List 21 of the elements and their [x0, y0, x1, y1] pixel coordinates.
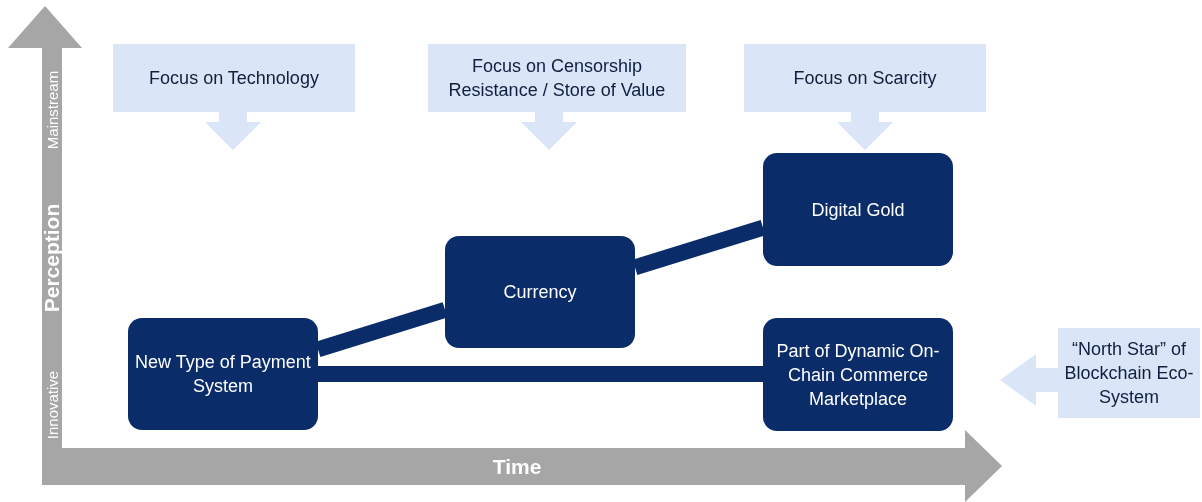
- axis-label: Innovative: [43, 370, 61, 440]
- stage-label: New Type of Payment System: [134, 351, 312, 398]
- stage-box: [763, 153, 953, 266]
- stage-label: Part of Dynamic On-Chain Commerce Marketplace: [775, 339, 941, 411]
- axis-label: Mainstream: [43, 70, 61, 150]
- callout-text: Focus on Technology: [148, 67, 320, 90]
- stage-label: Digital Gold: [810, 198, 906, 222]
- callout-box: [1000, 328, 1200, 418]
- axis-title: Time: [492, 455, 542, 479]
- stage-label: Currency: [502, 281, 578, 304]
- stage-box: [128, 318, 318, 430]
- connector-line: [318, 366, 763, 382]
- stage-box: [763, 318, 953, 431]
- axis-title: Perception: [40, 203, 64, 313]
- callout-box: [744, 44, 986, 150]
- stage-box: [445, 236, 635, 348]
- callout-box: [113, 44, 355, 150]
- callout-text: “North Star” of Blockchain Eco-System: [1063, 338, 1195, 409]
- callout-box: [428, 44, 686, 150]
- callout-text: Focus on Censorship Resistance / Store of Value: [447, 55, 667, 102]
- callout-text: Focus on Scarcity: [792, 67, 938, 90]
